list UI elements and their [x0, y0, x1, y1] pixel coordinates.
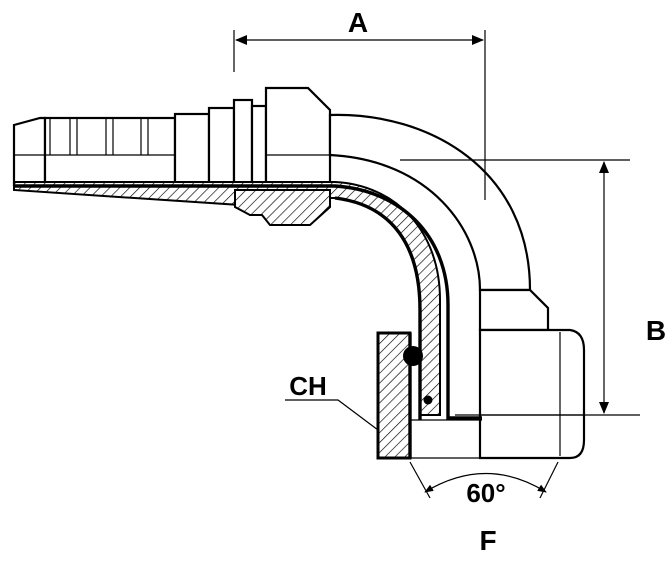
dimension-b: B — [599, 161, 666, 414]
dimension-a-label: A — [348, 7, 368, 38]
section-view — [13, 181, 482, 460]
ch-callout: CH — [285, 371, 379, 431]
elbow-body — [328, 113, 550, 332]
dimension-a: A — [233, 7, 484, 72]
dimension-b-label: B — [646, 315, 666, 346]
angle-label: 60° — [466, 478, 505, 508]
swivel-nut — [478, 328, 586, 460]
hose-tail — [12, 86, 335, 187]
angle-indicator: 60° — [409, 461, 559, 508]
barb-ribs — [49, 118, 149, 155]
center-lines — [400, 30, 640, 416]
o-ring — [403, 346, 433, 405]
dimension-f-label: F — [479, 525, 496, 556]
ch-label: CH — [289, 371, 327, 401]
